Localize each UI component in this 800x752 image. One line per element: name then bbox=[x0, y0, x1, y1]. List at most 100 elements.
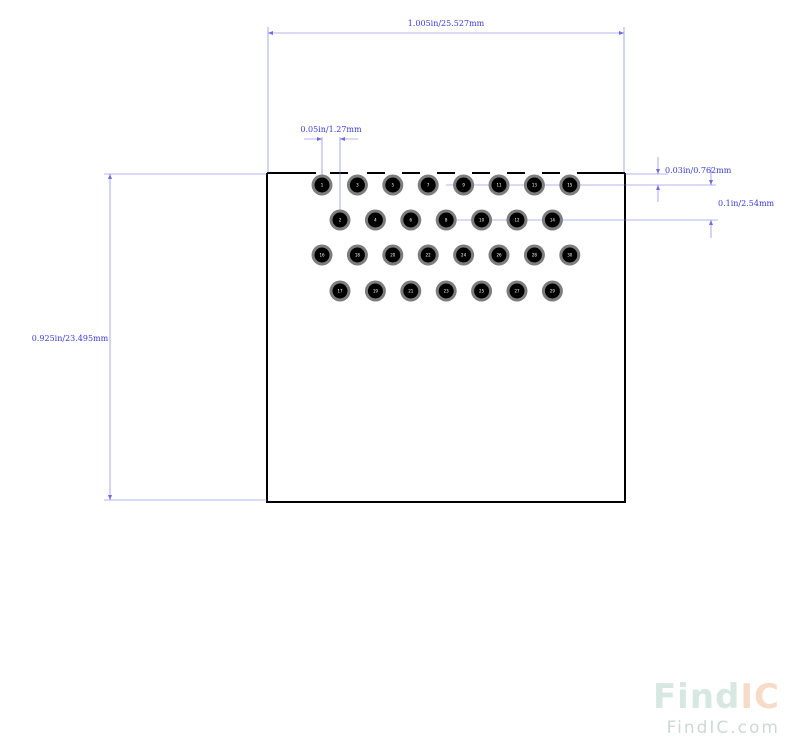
pin-17: 17 bbox=[329, 280, 351, 302]
pin-16: 16 bbox=[311, 244, 333, 266]
pin-30: 30 bbox=[559, 244, 581, 266]
pin-21: 21 bbox=[400, 280, 422, 302]
pin-hole bbox=[438, 283, 454, 299]
pin-18: 18 bbox=[346, 244, 368, 266]
pin-hole bbox=[314, 177, 330, 193]
pin-hole bbox=[420, 177, 436, 193]
pin-hole bbox=[403, 283, 419, 299]
pin-number: 28 bbox=[532, 253, 538, 258]
pin-hole bbox=[509, 212, 525, 228]
pin-number: 25 bbox=[479, 289, 485, 294]
pin-5: 5 bbox=[382, 174, 404, 196]
top-offset-dimension: 0.03in/0.762mm bbox=[446, 157, 732, 202]
pin-hole bbox=[456, 177, 472, 193]
pin-number: 29 bbox=[550, 289, 556, 294]
pin-number: 2 bbox=[339, 218, 342, 223]
pin-1: 1 bbox=[311, 174, 333, 196]
pin-number: 17 bbox=[337, 289, 343, 294]
pin-hole bbox=[420, 247, 436, 263]
pin-19: 19 bbox=[364, 280, 386, 302]
pin-hole bbox=[562, 247, 578, 263]
pin-hole bbox=[474, 283, 490, 299]
pin-hole bbox=[367, 212, 383, 228]
pin-hole bbox=[332, 283, 348, 299]
pin-number: 26 bbox=[496, 253, 502, 258]
pin-hole bbox=[491, 247, 507, 263]
pin-6: 6 bbox=[400, 209, 422, 231]
pin-4: 4 bbox=[364, 209, 386, 231]
pin-8: 8 bbox=[435, 209, 457, 231]
pin-11: 11 bbox=[488, 174, 510, 196]
width-dimension: 1.005in/25.527mm bbox=[267, 19, 625, 173]
pin-number: 8 bbox=[445, 218, 448, 223]
height-dimension: 0.925in/23.495mm bbox=[32, 173, 267, 501]
pin-number: 9 bbox=[462, 183, 465, 188]
pin-25: 25 bbox=[471, 280, 493, 302]
top-offset-dimension-label: 0.03in/0.762mm bbox=[665, 166, 732, 175]
pin-number: 30 bbox=[567, 253, 573, 258]
pin-hole bbox=[544, 283, 560, 299]
pin-hole bbox=[526, 247, 542, 263]
pin-number: 23 bbox=[444, 289, 450, 294]
pin-12: 12 bbox=[506, 209, 528, 231]
width-dimension-label: 1.005in/25.527mm bbox=[408, 19, 485, 28]
pin-26: 26 bbox=[488, 244, 510, 266]
pin-13: 13 bbox=[523, 174, 545, 196]
pin-hole bbox=[367, 283, 383, 299]
pin-number: 11 bbox=[496, 183, 502, 188]
pin-hole bbox=[509, 283, 525, 299]
pin-hole bbox=[491, 177, 507, 193]
pin-number: 15 bbox=[567, 183, 573, 188]
pin-number: 20 bbox=[390, 253, 396, 258]
pin-24: 24 bbox=[453, 244, 475, 266]
pin-number: 22 bbox=[426, 253, 432, 258]
pin-10: 10 bbox=[471, 209, 493, 231]
pin-28: 28 bbox=[523, 244, 545, 266]
watermark-brand: FindIC bbox=[653, 677, 780, 717]
pin-2: 2 bbox=[329, 209, 351, 231]
pin-hole bbox=[332, 212, 348, 228]
pin-number: 27 bbox=[514, 289, 520, 294]
pin-7: 7 bbox=[417, 174, 439, 196]
pin-number: 4 bbox=[374, 218, 377, 223]
half-pitch-dimension-label: 0.05in/1.27mm bbox=[300, 125, 362, 134]
height-dimension-label: 0.925in/23.495mm bbox=[32, 334, 109, 343]
pin-hole bbox=[438, 212, 454, 228]
pin-3: 3 bbox=[346, 174, 368, 196]
board-outline bbox=[266, 172, 626, 503]
pin-9: 9 bbox=[453, 174, 475, 196]
pin-number: 1 bbox=[321, 183, 324, 188]
pin-hole bbox=[474, 212, 490, 228]
pin-number: 16 bbox=[319, 253, 325, 258]
pin-20: 20 bbox=[382, 244, 404, 266]
pin-number: 13 bbox=[532, 183, 538, 188]
pin-number: 18 bbox=[355, 253, 361, 258]
pin-number: 21 bbox=[408, 289, 414, 294]
pin-27: 27 bbox=[506, 280, 528, 302]
pin-hole bbox=[562, 177, 578, 193]
pin-hole bbox=[526, 177, 542, 193]
pin-29: 29 bbox=[541, 280, 563, 302]
pin-number: 12 bbox=[514, 218, 520, 223]
pin-hole bbox=[385, 177, 401, 193]
findic-watermark: FindIC FindIC.com bbox=[653, 677, 780, 738]
pin-number: 5 bbox=[392, 183, 395, 188]
pin-hole bbox=[385, 247, 401, 263]
pin-14: 14 bbox=[541, 209, 563, 231]
pin-hole bbox=[349, 247, 365, 263]
pin-22: 22 bbox=[417, 244, 439, 266]
pin-hole bbox=[544, 212, 560, 228]
pin-number: 14 bbox=[550, 218, 556, 223]
pin-23: 23 bbox=[435, 280, 457, 302]
pin-hole bbox=[456, 247, 472, 263]
pin-15: 15 bbox=[559, 174, 581, 196]
pin-number: 7 bbox=[427, 183, 430, 188]
pin-number: 24 bbox=[461, 253, 467, 258]
row-pitch-dimension-label: 0.1in/2.54mm bbox=[718, 199, 775, 208]
watermark-url: FindIC.com bbox=[667, 718, 780, 738]
pin-number: 6 bbox=[410, 218, 413, 223]
pin-number: 3 bbox=[356, 183, 359, 188]
pin-hole bbox=[349, 177, 365, 193]
